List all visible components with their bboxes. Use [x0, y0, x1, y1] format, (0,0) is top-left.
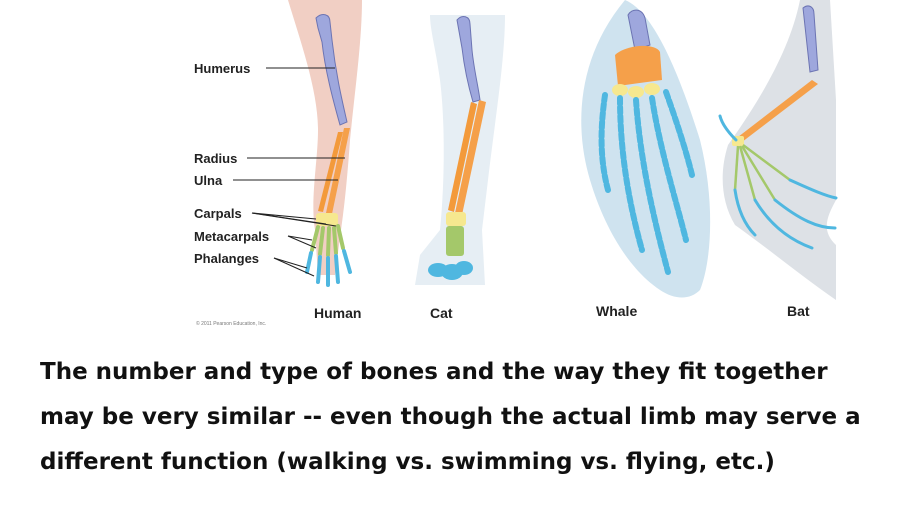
label-humerus: Humerus [194, 61, 251, 76]
human-limb [233, 0, 362, 287]
bat-phalanges [718, 114, 838, 250]
cat-ulna [448, 102, 477, 212]
label-radius: Radius [194, 151, 238, 166]
leader-lines [233, 67, 345, 277]
human-metacarpals [310, 224, 345, 257]
cat-humerus [456, 16, 481, 103]
bat-limb [718, 0, 838, 300]
label-phalanges: Phalanges [194, 251, 260, 266]
limb-illustration [233, 0, 838, 300]
human-humerus [315, 14, 348, 126]
human-phalanges [305, 249, 352, 287]
bat-humerus [802, 5, 819, 73]
label-human: Human [314, 305, 362, 321]
label-bat: Bat [787, 303, 810, 319]
label-metacarpals: Metacarpals [194, 229, 270, 244]
bat-skin [722, 0, 836, 300]
human-skin [288, 0, 362, 275]
label-ulna: Ulna [194, 173, 223, 188]
whale-phalanges [598, 89, 695, 275]
copyright-notice: © 2011 Pearson Education, Inc. [196, 321, 267, 327]
homologous-limbs-figure: Humerus Radius Ulna Carpals Metacarpals … [194, 0, 838, 327]
cat-limb [415, 15, 505, 285]
human-ulna [318, 132, 343, 212]
cat-phalanges [428, 261, 473, 280]
cat-metacarpals [446, 226, 464, 256]
human-carpals [316, 213, 338, 226]
cat-carpals [446, 212, 466, 226]
whale-skin [581, 0, 711, 298]
cat-skin [415, 15, 505, 285]
bat-radius [738, 80, 818, 142]
slide-caption: The number and type of bones and the way… [40, 359, 861, 475]
human-radius [326, 128, 350, 214]
whale-carpals [612, 83, 660, 98]
label-cat: Cat [430, 305, 453, 321]
whale-humerus [627, 9, 651, 51]
whale-radius-ulna [615, 45, 662, 86]
label-whale: Whale [596, 303, 638, 319]
bat-metacarpals [733, 143, 791, 201]
whale-limb [581, 0, 711, 298]
cat-radius [455, 100, 486, 215]
label-carpals: Carpals [194, 206, 242, 221]
